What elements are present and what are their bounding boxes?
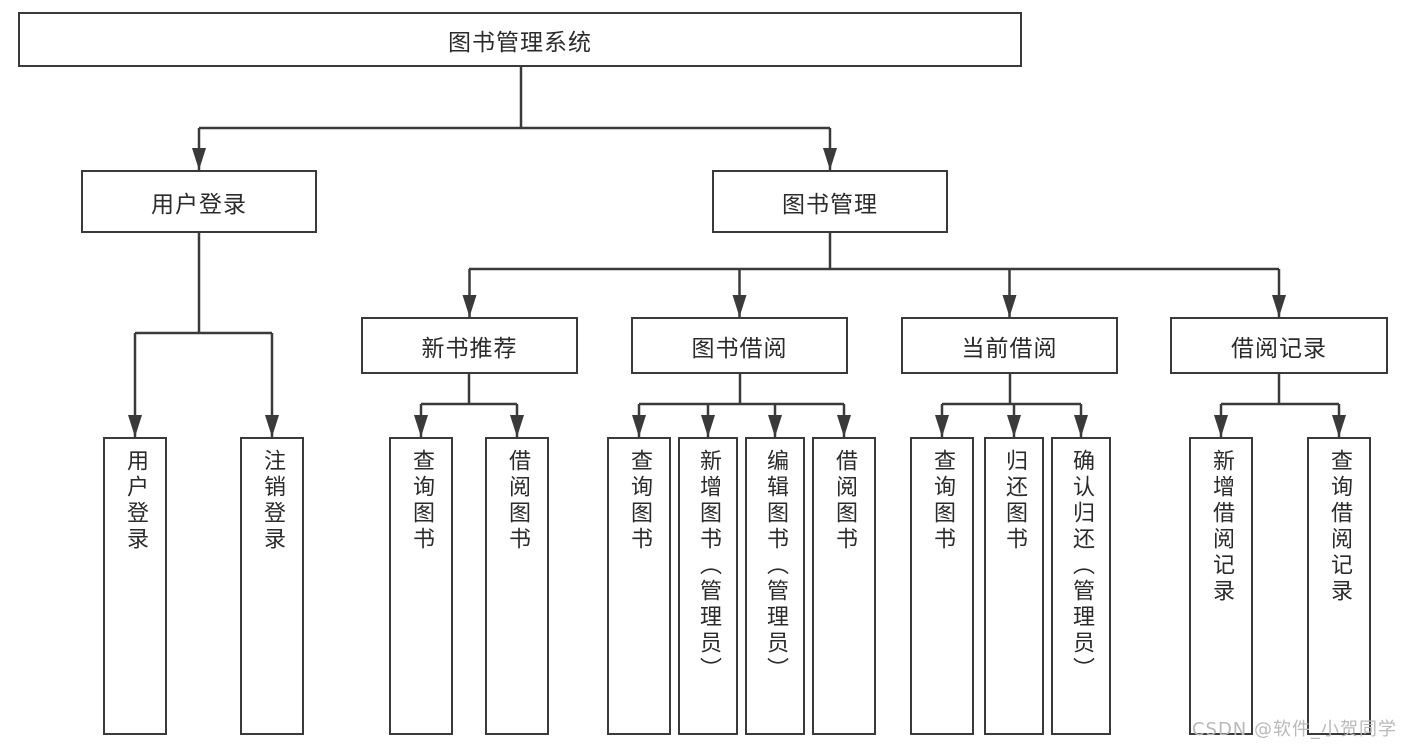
node-label-leaf-cur-confirm: 确认归还（管理员） — [1069, 449, 1094, 683]
watermark: CSDN @软件_小贺同学 — [1191, 719, 1397, 740]
node-leaf-nb-borrow[interactable]: 借阅图书 — [485, 437, 549, 735]
edge-current-to-return-arrowhead-icon — [1007, 415, 1021, 437]
edge-newbook-to-query-arrowhead-icon — [414, 415, 428, 437]
node-leaf-bl-borrow[interactable]: 借阅图书 — [812, 437, 876, 735]
node-label-bookmgmt: 图书管理 — [782, 191, 878, 218]
node-leaf-rec-query[interactable]: 查询借阅记录 — [1307, 437, 1371, 735]
node-leaf-nb-query[interactable]: 查询图书 — [389, 437, 453, 735]
node-label-borrow: 图书借阅 — [691, 335, 788, 362]
edge-root-to-login-arrowhead-icon — [192, 148, 206, 170]
edge-borrow-to-query-arrowhead-icon — [632, 415, 646, 437]
node-records[interactable]: 借阅记录 — [1170, 317, 1388, 374]
node-bookmgmt[interactable]: 图书管理 — [712, 170, 948, 233]
node-leaf-cur-query[interactable]: 查询图书 — [910, 437, 974, 735]
node-leaf-rec-add[interactable]: 新增借阅记录 — [1189, 437, 1253, 735]
edge-records-to-query-arrowhead-icon — [1332, 415, 1346, 437]
node-leaf-cur-return[interactable]: 归还图书 — [984, 437, 1044, 735]
node-label-leaf-cur-query: 查询图书 — [930, 449, 955, 553]
node-label-leaf-rec-add: 新增借阅记录 — [1209, 449, 1234, 605]
node-leaf-bl-add[interactable]: 新增图书（管理员） — [678, 437, 738, 735]
edge-borrow-to-borrow-arrowhead-icon — [837, 415, 851, 437]
node-label-leaf-bl-edit: 编辑图书（管理员） — [763, 449, 788, 683]
node-label-leaf-cur-return: 归还图书 — [1002, 449, 1027, 553]
node-leaf-bl-edit[interactable]: 编辑图书（管理员） — [745, 437, 805, 735]
node-label-leaf-bl-borrow: 借阅图书 — [832, 449, 857, 553]
node-label-leaf-nb-borrow: 借阅图书 — [505, 449, 530, 553]
edge-bookmgmt-to-records-arrowhead-icon — [1272, 295, 1286, 317]
edge-records-to-add-arrowhead-icon — [1214, 415, 1228, 437]
edge-borrow-to-edit-arrowhead-icon — [768, 415, 782, 437]
node-leaf-bl-query[interactable]: 查询图书 — [607, 437, 671, 735]
edge-login-to-user-logout-arrowhead-icon — [265, 415, 279, 437]
node-label-current: 当前借阅 — [961, 335, 1058, 362]
node-label-root: 图书管理系统 — [448, 29, 592, 56]
node-label-leaf-user-logout: 注销登录 — [260, 449, 285, 553]
node-label-leaf-bl-query: 查询图书 — [627, 449, 652, 553]
edge-bookmgmt-to-newbook-arrowhead-icon — [462, 295, 477, 317]
node-label-newbook: 新书推荐 — [421, 335, 518, 362]
edge-newbook-to-borrow-arrowhead-icon — [510, 415, 524, 437]
edge-current-to-query-arrowhead-icon — [935, 415, 949, 437]
node-newbook[interactable]: 新书推荐 — [361, 317, 578, 374]
node-label-leaf-user-login: 用户登录 — [123, 449, 148, 553]
node-label-leaf-nb-query: 查询图书 — [409, 449, 434, 553]
edge-login-to-user-login-arrowhead-icon — [128, 415, 142, 437]
node-root[interactable]: 图书管理系统 — [18, 12, 1022, 67]
edge-current-to-confirm-arrowhead-icon — [1074, 415, 1088, 437]
node-label-records: 借阅记录 — [1231, 335, 1327, 362]
edge-bookmgmt-to-borrow-arrowhead-icon — [732, 295, 747, 317]
node-label-login: 用户登录 — [151, 191, 247, 218]
node-borrow[interactable]: 图书借阅 — [631, 317, 848, 374]
node-login[interactable]: 用户登录 — [81, 170, 317, 233]
node-leaf-user-logout[interactable]: 注销登录 — [240, 437, 304, 735]
node-leaf-user-login[interactable]: 用户登录 — [103, 437, 167, 735]
edge-borrow-to-add-arrowhead-icon — [701, 415, 715, 437]
node-leaf-cur-confirm[interactable]: 确认归还（管理员） — [1051, 437, 1111, 735]
edge-root-to-bookmgmt-arrowhead-icon — [823, 148, 837, 170]
edge-bookmgmt-to-current-arrowhead-icon — [1002, 295, 1017, 317]
node-label-leaf-bl-add: 新增图书（管理员） — [696, 449, 721, 683]
node-label-leaf-rec-query: 查询借阅记录 — [1327, 449, 1352, 605]
node-current[interactable]: 当前借阅 — [901, 317, 1118, 374]
